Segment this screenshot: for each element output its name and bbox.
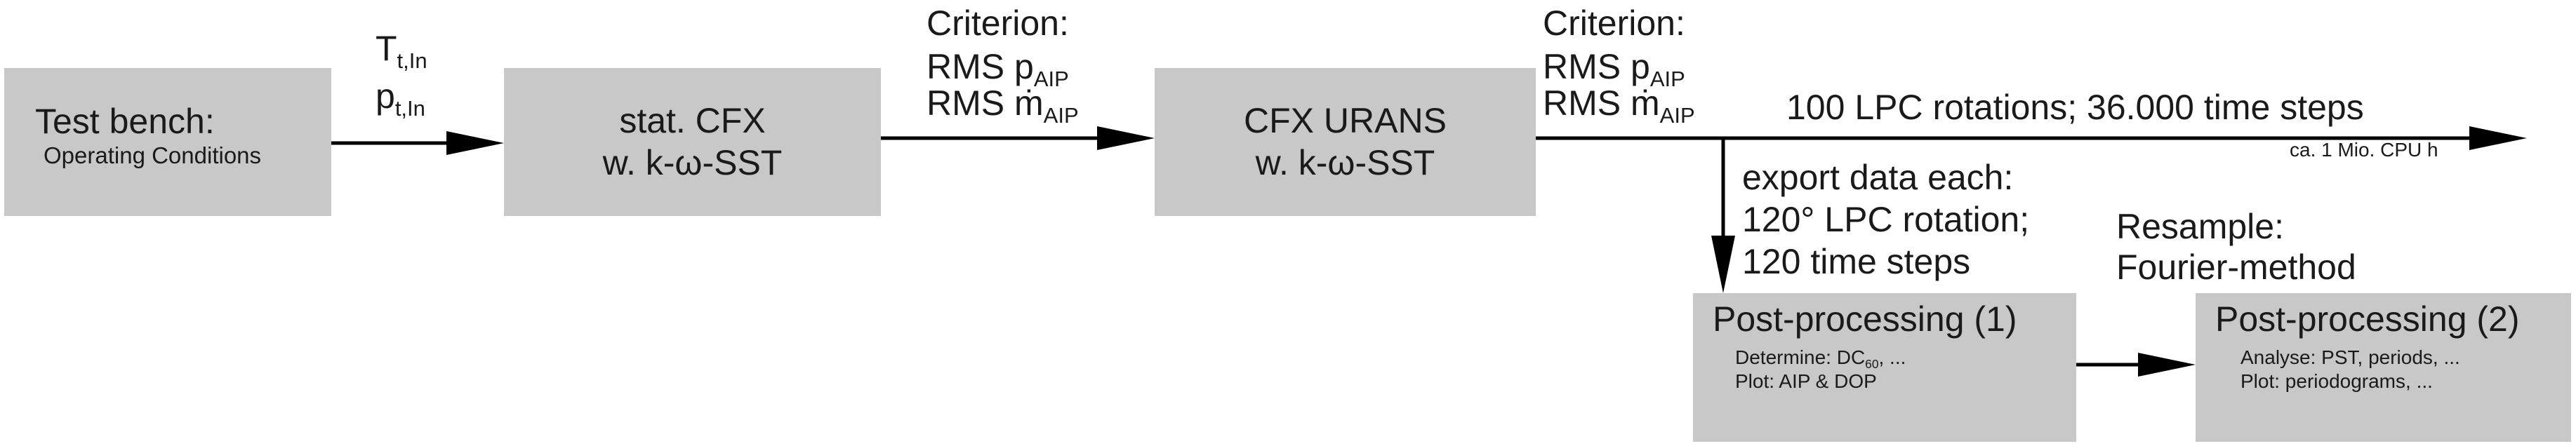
test-bench-subtitle: Operating Conditions <box>44 142 262 168</box>
cfx-urans-line1: CFX URANS <box>1244 101 1447 140</box>
input-T-sub: t,In <box>397 48 427 73</box>
export-line-3: 120 time steps <box>1742 242 1971 281</box>
node-post-processing-1: Post-processing (1) Determine: DC60, ...… <box>1693 293 2076 442</box>
criterion-2-rms-m: RMS ṁAIP <box>1543 83 1695 126</box>
input-label-total-pressure: pt,In <box>376 76 425 119</box>
resample-line-2: Fourier-method <box>2116 248 2356 287</box>
criterion-1-rms-m-base: RMS ṁ <box>927 83 1044 123</box>
test-bench-title: Test bench: <box>35 102 215 141</box>
node-test-bench: Test bench: Operating Conditions <box>4 68 331 216</box>
post1-plot-line: Plot: AIP & DOP <box>1735 370 1877 392</box>
criterion-2-rms-p-sub: AIP <box>1649 66 1685 91</box>
rotations-label: 100 LPC rotations; 36.000 time steps <box>1786 88 2364 127</box>
node-stat-cfx: stat. CFX w. k-ω-SST <box>504 68 881 216</box>
export-line-1: export data each: <box>1742 158 2014 197</box>
arrowhead-post2 <box>2138 353 2196 377</box>
post1-determine-sub: 60 <box>1865 357 1879 372</box>
post2-analyse-line: Analyse: PST, periods, ... <box>2240 346 2460 368</box>
stat-cfx-line1: stat. CFX <box>619 101 766 140</box>
input-label-total-temperature: Tt,In <box>376 29 427 72</box>
post1-determine-suffix: , ... <box>1878 346 1906 368</box>
post2-plot-line: Plot: periodograms, ... <box>2240 370 2433 392</box>
criterion-1-rms-p-sub: AIP <box>1033 66 1069 91</box>
criterion-2-title: Criterion: <box>1543 4 1685 43</box>
criterion-2-rms-p-base: RMS p <box>1543 47 1650 86</box>
post1-title: Post-processing (1) <box>1713 299 2017 339</box>
arrowhead-statcfx <box>446 131 504 155</box>
cpu-hours-note: ca. 1 Mio. CPU h <box>2290 139 2438 161</box>
node-cfx-urans: CFX URANS w. k-ω-SST <box>1155 68 1536 216</box>
post1-determine-line: Determine: DC60, ... <box>1735 346 1906 370</box>
criterion-1-rms-p: RMS pAIP <box>927 47 1069 90</box>
stat-cfx-line2: w. k-ω-SST <box>602 143 783 182</box>
arrowhead-urans <box>1097 126 1155 150</box>
node-post-processing-2: Post-processing (2) Analyse: PST, period… <box>2196 293 2571 442</box>
post1-determine-prefix: Determine: DC <box>1735 346 1866 368</box>
criterion-1-rms-m-sub: AIP <box>1043 102 1079 128</box>
post2-title: Post-processing (2) <box>2215 299 2520 339</box>
criterion-1-rms-p-base: RMS p <box>927 47 1034 86</box>
input-p-sub: t,In <box>394 95 425 121</box>
input-p-base: p <box>376 76 395 116</box>
criterion-2-rms-m-sub: AIP <box>1659 102 1695 128</box>
criterion-2-rms-p: RMS pAIP <box>1543 47 1685 90</box>
criterion-1-rms-m: RMS ṁAIP <box>927 83 1079 126</box>
export-line-2: 120° LPC rotation; <box>1742 200 2030 239</box>
arrowhead-post1 <box>1711 236 1735 293</box>
input-T-base: T <box>376 29 397 68</box>
criterion-2-rms-m-base: RMS ṁ <box>1543 83 1660 123</box>
arrowhead-end <box>2469 126 2527 150</box>
criterion-1-title: Criterion: <box>927 4 1069 43</box>
cfx-urans-line2: w. k-ω-SST <box>1255 143 1435 182</box>
resample-line-1: Resample: <box>2116 207 2284 246</box>
